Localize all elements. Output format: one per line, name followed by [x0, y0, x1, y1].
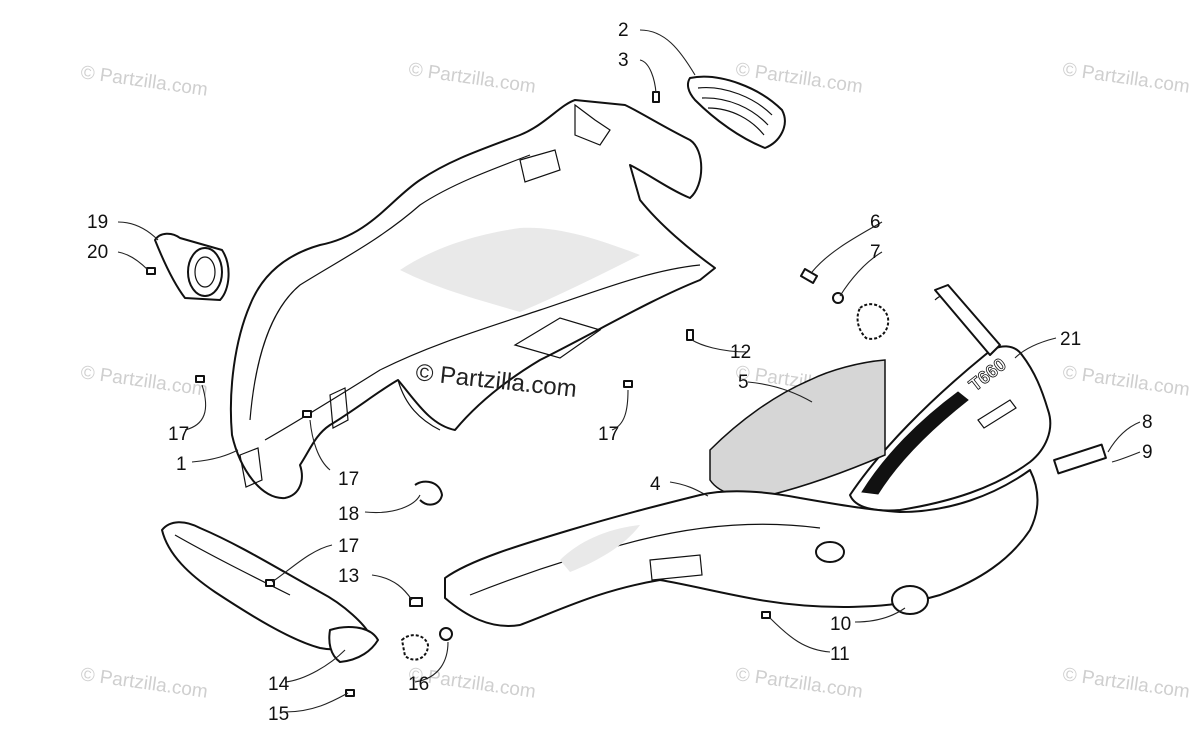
- callout-4: 4: [650, 474, 661, 495]
- callout-8: 8: [1142, 412, 1153, 433]
- callout-16: 16: [408, 674, 429, 695]
- callout-17: 17: [338, 469, 359, 490]
- callout-3: 3: [618, 50, 629, 71]
- callout-20: 20: [87, 242, 108, 263]
- callout-10: 10: [830, 614, 851, 635]
- callout-19: 19: [87, 212, 108, 233]
- callout-12: 12: [730, 342, 751, 363]
- part-19-duct-boot: [154, 232, 230, 301]
- callouts: 2 3 19 20 6 7 21 12 5 17 1 17 17 8 9 4 1…: [87, 20, 1153, 725]
- part-1-upper-shroud: [229, 99, 716, 500]
- callout-11: 11: [830, 644, 850, 665]
- callout-21: 21: [1060, 329, 1081, 350]
- callout-14: 14: [268, 674, 290, 695]
- callout-6: 6: [870, 212, 881, 233]
- part-2-vent-grille: [686, 75, 786, 149]
- callout-1: 1: [176, 454, 187, 475]
- callout-17: 17: [338, 536, 359, 557]
- watermark: © Partzilla.com: [79, 62, 209, 101]
- callout-17: 17: [598, 424, 619, 445]
- small-parts: [146, 91, 1107, 697]
- callout-13: 13: [338, 566, 359, 587]
- part-4-belly-pan: [444, 469, 1039, 627]
- callout-18: 18: [338, 504, 359, 525]
- watermark: © Partzilla.com: [407, 59, 537, 98]
- watermark: © Partzilla.com: [734, 664, 864, 703]
- callout-15: 15: [268, 704, 289, 725]
- watermark: © Partzilla.com: [1061, 664, 1191, 703]
- callout-9: 9: [1142, 442, 1153, 463]
- callout-5: 5: [738, 372, 749, 393]
- leader-lines: [117, 29, 1141, 713]
- watermark: © Partzilla.com: [79, 664, 209, 703]
- watermark: © Partzilla.com: [1061, 362, 1191, 401]
- watermark: © Partzilla.com: [79, 362, 209, 401]
- callout-2: 2: [618, 20, 629, 41]
- watermark: © Partzilla.com: [1061, 59, 1191, 98]
- callout-7: 7: [870, 242, 881, 263]
- callout-17: 17: [168, 424, 189, 445]
